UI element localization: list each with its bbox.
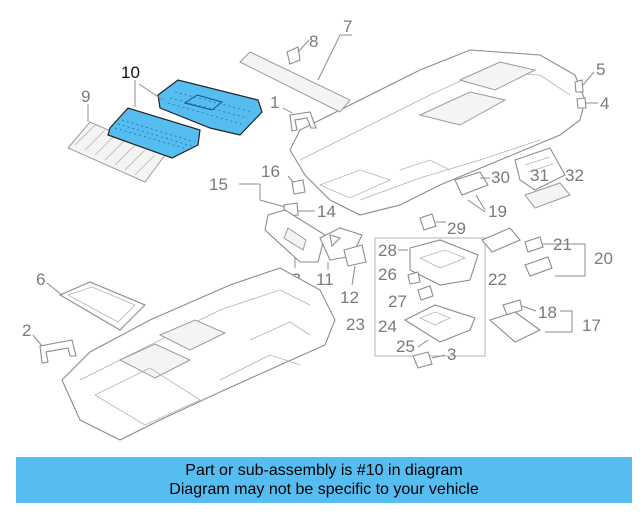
part-21-bulb [524, 236, 544, 253]
callout-18: 18 [538, 303, 557, 322]
part-16-clip [291, 179, 306, 195]
group-23-box [374, 237, 486, 357]
part-10-panel-lower [107, 107, 201, 159]
banner-line-1: Part or sub-assembly is #10 in diagram [185, 462, 463, 479]
part-3-clip [412, 351, 433, 369]
callout-1: 1 [270, 93, 279, 112]
callout-27: 27 [388, 292, 407, 311]
callout-11: 11 [316, 270, 334, 289]
callout-22: 22 [488, 270, 507, 289]
part-4-clip [576, 97, 587, 109]
part-31-32-dome-lamp [514, 147, 566, 191]
part-1-grab-handle [289, 111, 317, 132]
callout-24: 24 [378, 317, 397, 336]
part-5-clip [574, 79, 584, 93]
part-29-clip [419, 213, 437, 231]
callout-28: 28 [378, 241, 397, 260]
callout-15: 15 [209, 175, 228, 194]
callout-23: 23 [346, 315, 365, 334]
part-28-console [409, 239, 479, 286]
callout-14: 14 [317, 202, 336, 221]
callout-12: 12 [340, 288, 359, 307]
callout-8: 8 [309, 32, 318, 51]
lower-headliner [61, 267, 336, 441]
part-18-lens [502, 299, 523, 316]
part-24-lamp-housing [403, 304, 476, 343]
parts-diagram: 7 8 1 9 10 5 4 16 15 14 13 11 12 [22, 17, 613, 441]
callout-16: 16 [261, 162, 280, 181]
part-22-socket [524, 256, 553, 277]
callout-3: 3 [447, 345, 456, 364]
part-10-highlighted-panels [107, 79, 263, 159]
part-27-lens [417, 285, 434, 301]
part-30-bracket [454, 171, 489, 196]
callout-4: 4 [600, 94, 609, 113]
callout-7: 7 [343, 17, 352, 36]
callout-29: 29 [447, 219, 466, 238]
part-17-lamp [488, 311, 542, 343]
part-8-clip [286, 46, 301, 65]
callout-21: 21 [553, 235, 572, 254]
callout-5: 5 [596, 60, 605, 79]
callout-25: 25 [396, 337, 415, 356]
part-12-cap [343, 244, 367, 267]
callout-32: 32 [565, 166, 584, 185]
callout-31: 31 [530, 166, 549, 185]
callout-26: 26 [378, 265, 397, 284]
callout-6: 6 [36, 270, 45, 289]
part-6-sunroof-glass [58, 281, 146, 331]
part-10-panel-upper [157, 79, 263, 136]
info-banner: Part or sub-assembly is #10 in diagram D… [16, 457, 632, 503]
callout-19: 19 [488, 202, 507, 221]
upper-headliner [289, 49, 586, 216]
part-2-grab-handle [39, 339, 77, 364]
callout-2: 2 [22, 321, 31, 340]
part-26-lens [407, 271, 421, 285]
callout-9: 9 [81, 87, 90, 106]
banner-line-2: Diagram may not be specific to your vehi… [169, 481, 479, 498]
callout-30: 30 [491, 168, 510, 187]
part-7-trim-strip [239, 51, 351, 113]
part-20-lamp-bracket [481, 227, 521, 253]
callout-20: 20 [594, 249, 613, 268]
callout-17: 17 [582, 316, 601, 335]
callout-10: 10 [121, 63, 140, 82]
